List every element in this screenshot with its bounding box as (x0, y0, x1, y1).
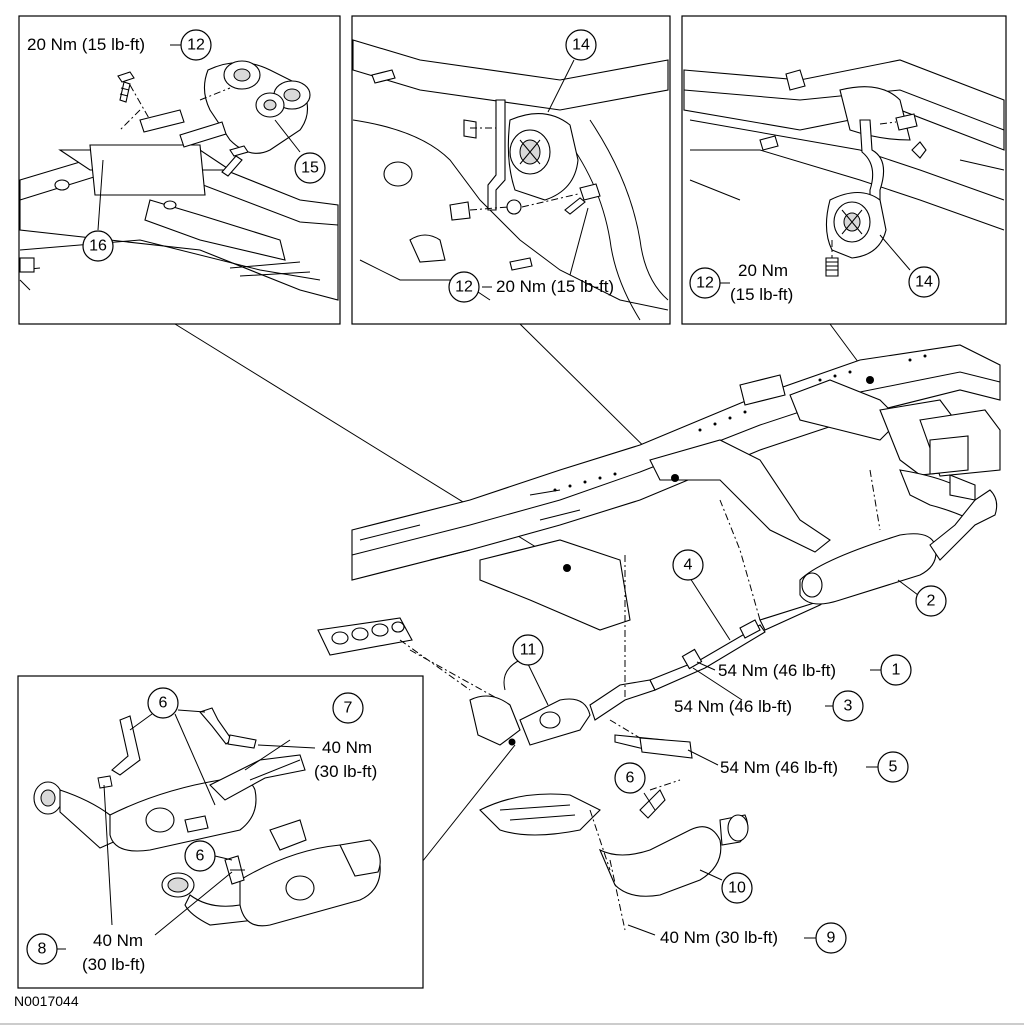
callout-16-circle (82, 230, 114, 262)
figure-reference: N0017044 (14, 993, 79, 1009)
callout-7-circle (332, 692, 364, 724)
callout-6a: 6 (159, 695, 168, 712)
callout-15: 15 (301, 160, 319, 177)
vehicle-frame-drawing (351, 344, 1001, 631)
converter-rear-drawing (161, 819, 381, 927)
torque-label-8-line1: 40 Nm (93, 931, 143, 950)
callout-9-circle (815, 922, 847, 954)
exhaust-main-drawing (317, 469, 998, 931)
converter-front-drawing (33, 707, 306, 852)
main-callouts: 4 2 11 54 Nm (46 lb-ft) 1 54 Nm (46 lb-f… (512, 549, 947, 954)
torque-label-12b: 20 Nm (15 lb-ft) (496, 277, 614, 296)
callout-10-circle (721, 872, 753, 904)
frame-rail-drawing (19, 144, 339, 301)
callout-4: 4 (684, 557, 693, 574)
bolt-drawings (117, 71, 249, 177)
torque-label-8-line2: (30 lb-ft) (82, 955, 145, 974)
callout-12c: 12 (696, 275, 714, 292)
hanger-14-rear-drawing (825, 113, 918, 277)
callout-16: 16 (89, 238, 107, 255)
callout-1: 1 (892, 662, 901, 679)
callout-10: 10 (728, 880, 746, 897)
torque-label-9: 40 Nm (30 lb-ft) (660, 928, 778, 947)
callout-9: 9 (827, 930, 836, 947)
detail-box-hanger-rear: 14 12 20 Nm (15 lb-ft) (681, 15, 1007, 325)
callout-7: 7 (344, 700, 353, 717)
callout-6b: 6 (196, 848, 205, 865)
callout-3-circle (832, 690, 864, 722)
callout-15-circle (294, 152, 326, 184)
callout-12b-circle (448, 271, 480, 303)
detail-box-hanger-isolator: 20 Nm (15 lb-ft) 12 15 16 (18, 15, 341, 325)
detail-box-hanger-middle: 14 12 20 Nm (15 lb-ft) (351, 15, 671, 325)
callout-14a-circle (565, 29, 597, 61)
callout-5: 5 (889, 759, 898, 776)
callout-3: 3 (844, 698, 853, 715)
torque-label-5: 54 Nm (46 lb-ft) (720, 758, 838, 777)
callout-8: 8 (38, 941, 47, 958)
callout-5-circle (877, 751, 909, 783)
exhaust-manifold (317, 617, 501, 701)
torque-label-3: 54 Nm (46 lb-ft) (674, 697, 792, 716)
callout-12a: 12 (187, 37, 205, 54)
muffler-2 (719, 469, 998, 631)
callout-11-circle (512, 634, 544, 666)
callout-1-circle (880, 654, 912, 686)
torque-label-12a: 20 Nm (15 lb-ft) (27, 35, 145, 54)
torque-label-1: 54 Nm (46 lb-ft) (718, 661, 836, 680)
catalytic-converter-10 (479, 779, 749, 931)
callout-14a: 14 (572, 37, 590, 54)
isolator-15-drawing (203, 60, 311, 154)
torque-label-12c-line2: (15 lb-ft) (730, 285, 793, 304)
detail-box-converters: 6 7 40 Nm (30 lb-ft) 6 40 Nm (30 lb-ft) … (17, 675, 424, 989)
torque-label-12c-line1: 20 Nm (738, 261, 788, 280)
frame-crossmember-drawing (352, 39, 669, 321)
callout-6c: 6 (626, 770, 635, 787)
hanger-14-drawing (449, 99, 601, 221)
y-pipe-lower (609, 719, 693, 759)
torque-label-7-line2: (30 lb-ft) (314, 762, 377, 781)
callout-4-circle (672, 549, 704, 581)
callout-14b: 14 (915, 274, 933, 291)
callout-2-circle (915, 585, 947, 617)
callout-12b: 12 (455, 279, 473, 296)
callout-6c-circle (614, 762, 646, 794)
torque-label-7-line1: 40 Nm (322, 738, 372, 757)
callout-12a-circle (180, 29, 212, 61)
callout-2: 2 (927, 593, 936, 610)
pipe-4 (649, 619, 766, 691)
callout-14b-circle (908, 266, 940, 298)
callout-6a-circle (147, 687, 179, 719)
callout-11: 11 (520, 642, 537, 659)
